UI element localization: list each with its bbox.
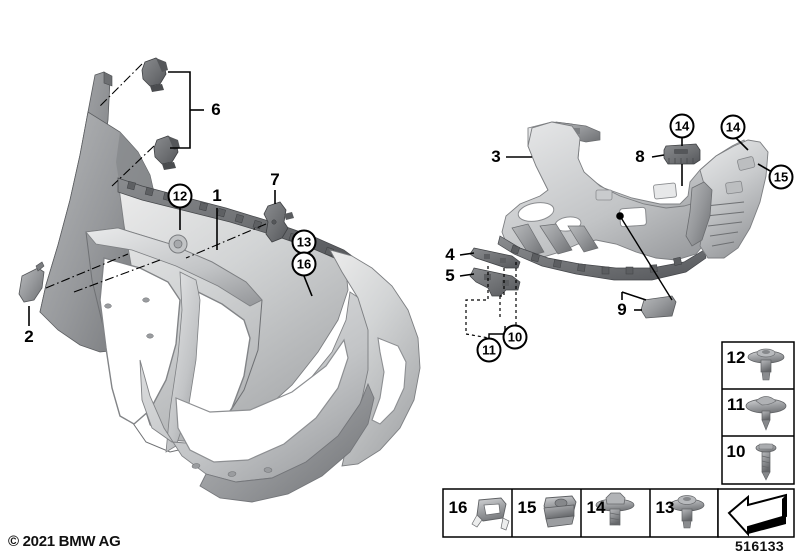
callout-9: 9 [617, 300, 627, 319]
legend-right-number-11: 11 [727, 395, 745, 414]
legend-bottom-number-13: 13 [655, 498, 675, 517]
legend-part-push-pin [745, 396, 787, 431]
callout-10: 10 [502, 324, 528, 350]
cover-flap [634, 295, 677, 319]
callout-5: 5 [445, 266, 455, 285]
callout-14-a: 14 [669, 113, 695, 139]
legend-part-screw-rivet [669, 495, 705, 529]
legend-right-number-10: 10 [726, 442, 746, 461]
leader-lines [45, 63, 267, 293]
legend-bottom [442, 488, 719, 538]
callout-4: 4 [445, 245, 455, 264]
assembly-lines [465, 262, 517, 339]
sensor-bracket [651, 143, 701, 165]
legend-part-screw-long [755, 443, 777, 481]
callout-6: 6 [211, 100, 221, 119]
legend-bottom-number-16: 16 [448, 498, 468, 517]
callout-14-b: 14 [720, 114, 746, 140]
bracket-lower [459, 267, 521, 297]
callout-13: 13 [291, 229, 317, 255]
legend-bottom-number-15: 15 [517, 498, 537, 517]
legend-part-hex-bolt [595, 492, 635, 526]
clip-pair [141, 57, 204, 170]
copyright-notice: © 2021 BMW AG [8, 533, 121, 550]
callout-7: 7 [270, 170, 280, 189]
callout-15: 15 [768, 164, 794, 190]
legend-right-number-12: 12 [726, 348, 746, 367]
view-direction-arrow [717, 488, 795, 538]
leader-lines-solid [28, 137, 773, 326]
side-bracket [263, 190, 294, 243]
tow-eye-cover [18, 261, 45, 303]
legend-part-clip-nut [543, 495, 577, 528]
callout-3: 3 [491, 147, 501, 166]
callout-2: 2 [24, 327, 34, 346]
callout-8: 8 [635, 147, 645, 166]
legend-right [721, 341, 795, 485]
diagram-number: 516133 [735, 538, 785, 554]
bracket-upper [459, 247, 521, 269]
callout-16: 16 [291, 251, 317, 277]
callout-12: 12 [167, 183, 193, 209]
legend-bottom-number-14: 14 [586, 498, 606, 517]
callout-1: 1 [212, 186, 222, 205]
bumper-carrier [497, 121, 769, 281]
callout-11: 11 [476, 337, 502, 363]
legend-part-rivet [747, 348, 785, 381]
bumper-cover-main [39, 71, 421, 503]
legend-part-spring-clip [471, 497, 510, 531]
